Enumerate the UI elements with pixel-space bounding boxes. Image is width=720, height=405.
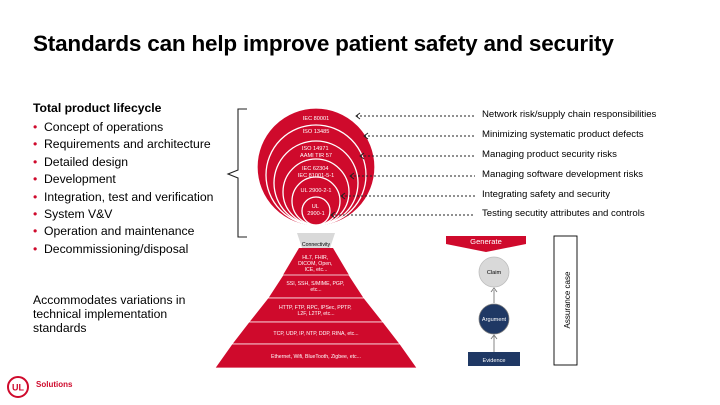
arrowhead-up — [490, 287, 498, 293]
logo-text: Solutions — [36, 380, 73, 389]
circle-label-line: AAMI TIR 57 — [300, 153, 332, 159]
evidence-box — [468, 352, 520, 366]
ul-solutions-logo: UL Solutions — [6, 375, 96, 399]
lifecycle-heading: Total product lifecycle — [33, 101, 162, 115]
arrowhead-up — [490, 334, 498, 340]
note-network-risk: Network risk/supply chain responsibiliti… — [482, 109, 657, 120]
leader-lines — [331, 115, 475, 216]
pyramid-label-line: ICE, etc... — [305, 267, 328, 273]
circle-label-line: ISO 14971 — [302, 146, 329, 152]
lifecycle-item: •Detailed design — [33, 154, 129, 169]
note-testing: Testing secutity attributes and controls — [482, 208, 645, 219]
circle-label-line: 2900-1 — [307, 211, 324, 217]
claim-label: Claim — [487, 270, 502, 276]
connectivity-label: Connectivity — [302, 242, 331, 248]
assurance-case-box — [553, 235, 578, 366]
circle-label: ISO 13485 — [303, 129, 330, 135]
pyramid-label-line: HTTP, FTP, RPC, IPSec, PPTP, — [279, 305, 352, 311]
pyramid-label: SSI, SSH, S/MIME, PGP, etc... — [286, 281, 345, 293]
circle-ul2900-1 — [301, 196, 331, 226]
pyramid-label: HTTP, FTP, RPC, IPSec, PPTP, L2F, L2TP, … — [279, 305, 353, 317]
note-systematic-defects: Minimizing systematic product defects — [482, 129, 644, 140]
circle-label: UL 2900-2-1 — [301, 188, 332, 194]
lifecycle-item: •Operation and maintenance — [33, 224, 195, 239]
note-safety-security: Integrating safety and security — [482, 189, 610, 200]
slide-title: Standards can help improve patient safet… — [33, 31, 614, 56]
generate-banner — [446, 236, 526, 252]
pyramid-layer-1 — [283, 248, 349, 275]
pyramid-label: TCP, UDP, IP, NTP, DDP, RINA, etc... — [273, 331, 358, 337]
evidence-label: Evidence — [482, 358, 505, 364]
circle-label-line: IEC 81001-5-1 — [298, 173, 334, 179]
generate-label: Generate — [470, 237, 502, 246]
circle-label-line: IEC 62304 — [302, 166, 328, 172]
claim-circle — [478, 256, 510, 288]
accommodates-text: Accommodates variations in technical imp… — [33, 293, 186, 336]
pyramid-label-line: SSI, SSH, S/MIME, PGP, — [286, 281, 344, 287]
pyramid-cap — [297, 233, 335, 248]
note-security-risks: Managing product security risks — [482, 149, 617, 160]
pyramid-label: HL7, FHIR, DICOM, Open, ICE, etc... — [298, 255, 334, 273]
pyramid-label-line: HL7, FHIR, — [302, 255, 328, 261]
ul-logo-mark: UL — [7, 376, 29, 398]
lifecycle-item: •Decommissioning/disposal — [33, 241, 189, 256]
circle-label-line: UL — [312, 204, 319, 210]
lifecycle-item: •System V&V — [33, 206, 113, 221]
note-software-risks: Managing software development risks — [482, 169, 644, 180]
lifecycle-item: •Development — [33, 172, 116, 187]
lifecycle-item: •Requirements and architecture — [33, 137, 211, 152]
svg-text:UL: UL — [12, 383, 24, 393]
circle-label: UL 2900-1 — [307, 204, 324, 217]
leader-arrowheads — [330, 112, 369, 219]
pyramid-label-line: DICOM, Open, — [298, 261, 332, 267]
argument-label: Argument — [482, 317, 507, 323]
argument-circle — [478, 303, 510, 335]
circle-label: ISO 14971 AAMI TIR 57 — [300, 146, 332, 159]
circle-label: IEC 80001 — [303, 116, 329, 122]
pyramid-label: Ethernet, Wifi, BlueTooth, Zigbee, etc..… — [271, 354, 361, 360]
pyramid-layer-5 — [214, 343, 418, 369]
lifecycle-item: •Concept of operations — [33, 120, 164, 134]
lifecycle-bracket — [226, 108, 247, 238]
assurance-case-label: Assurance case — [563, 271, 572, 328]
lifecycle-item: •Integration, test and verification — [33, 189, 214, 204]
lifecycle-list: •Concept of operations •Requirements and… — [33, 119, 213, 258]
circle-label: IEC 62304 IEC 81001-5-1 — [298, 166, 334, 179]
pyramid-label-line: etc... — [310, 287, 321, 293]
pyramid-label-line: L2F, L2TP, etc... — [297, 311, 334, 317]
